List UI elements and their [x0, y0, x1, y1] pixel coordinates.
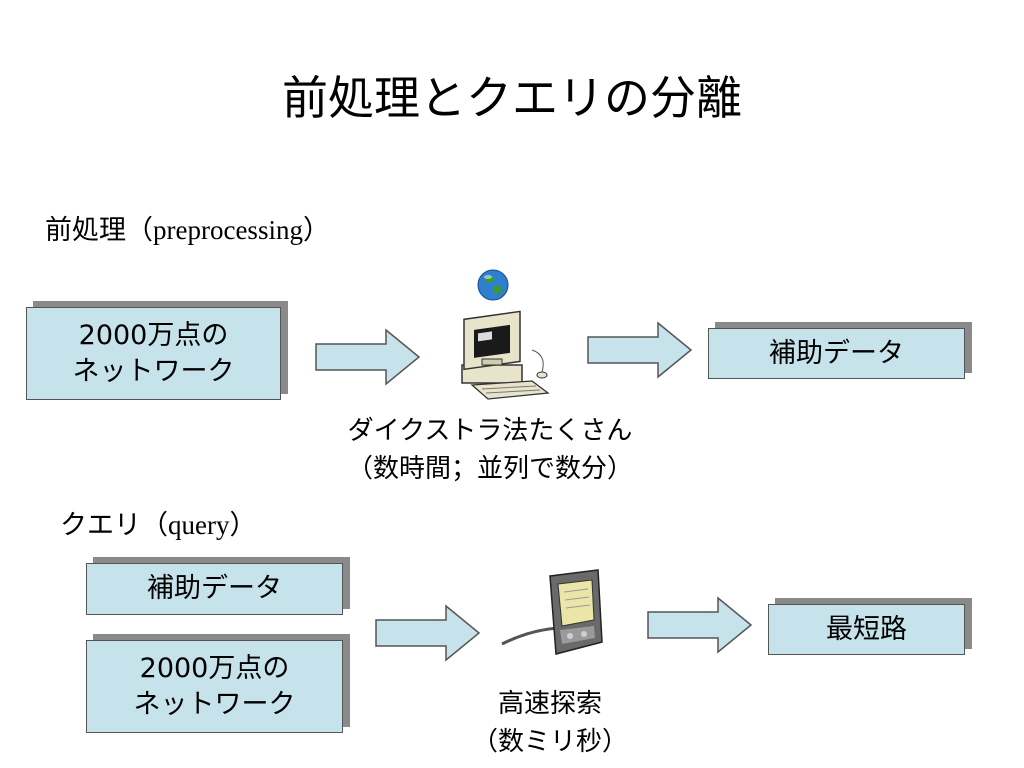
network-line-1: 2000万点の [78, 319, 229, 351]
page-title: 前処理とクエリの分離 [282, 71, 742, 125]
arrow-to-computer [315, 328, 421, 386]
caption-fast-search: 高速探索 [497, 689, 602, 719]
caption-dijkstra: ダイクストラ法たくさん [347, 416, 633, 446]
query-heading: クエリ（query） [60, 503, 256, 542]
caption-milliseconds: （数ミリ秒） [471, 727, 628, 757]
pda-icon [501, 569, 603, 655]
query-caption: 高速探索 （数ミリ秒） [440, 685, 660, 761]
preprocessing-label: 前処理 [45, 215, 126, 246]
preprocessing-caption: ダイクストラ法たくさん （数時間；並列で数分） [290, 412, 690, 488]
globe-icon [477, 269, 509, 301]
shortest-path-output-box: 最短路 [768, 604, 965, 655]
computer-icon [461, 310, 550, 400]
network-input-box: 2000万点の ネットワーク [26, 307, 281, 400]
network-query-line-2: ネットワーク [133, 688, 296, 720]
aux-data-output-box: 補助データ [708, 328, 965, 379]
arrow-to-aux-data [587, 321, 693, 379]
network-line-2: ネットワーク [72, 355, 235, 387]
preprocessing-heading: 前処理（preprocessing） [45, 208, 330, 247]
preprocessing-label-en: （preprocessing） [126, 215, 330, 245]
caption-duration: （数時間；並列で数分） [346, 454, 633, 484]
arrow-to-shortest-path [647, 596, 753, 654]
network-query-line-1: 2000万点の [139, 652, 290, 684]
arrow-to-pda [375, 604, 481, 662]
aux-data-input-box: 補助データ [86, 563, 343, 615]
network-query-box: 2000万点の ネットワーク [86, 640, 343, 733]
query-label-en: （query） [141, 510, 257, 540]
query-label: クエリ [60, 510, 141, 541]
